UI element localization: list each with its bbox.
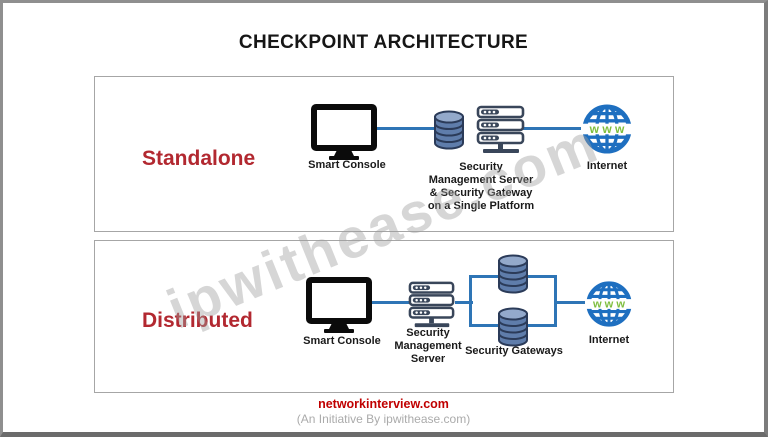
server-rack-icon — [476, 105, 526, 155]
footer-initiative-note: (An Initiative By ipwithease.com) — [296, 412, 471, 426]
www-label: w w w — [589, 122, 625, 136]
security-management-gateway-label: Security Management Server & Security Ga… — [427, 161, 535, 212]
internet-label: Internet — [588, 334, 630, 346]
page-title: CHECKPOINT ARCHITECTURE — [238, 32, 529, 53]
connector-gateways-to-internet — [555, 301, 587, 304]
security-gateways-label: Security Gateways — [465, 345, 563, 357]
globe-icon: w w w — [583, 280, 635, 328]
database-icon-top — [497, 254, 529, 294]
database-icon — [433, 110, 465, 150]
server-rack-icon — [408, 281, 456, 329]
monitor-icon — [311, 104, 377, 160]
connector-server-to-gateways — [455, 301, 473, 304]
www-label: w w w — [592, 299, 625, 311]
connector-console-to-server — [370, 301, 410, 304]
footer-site-link[interactable]: networkinterview.com — [318, 397, 449, 411]
internet-label: Internet — [586, 160, 628, 172]
connector-console-to-server — [376, 127, 448, 130]
distributed-panel: Distributed Smart Console — [94, 240, 674, 393]
standalone-section-label: Standalone — [142, 147, 256, 170]
monitor-icon — [306, 277, 372, 333]
standalone-panel: Standalone Smart Console — [94, 76, 674, 232]
globe-icon: w w w — [579, 103, 635, 155]
smart-console-label: Smart Console — [303, 335, 381, 347]
database-icon-bottom — [497, 307, 529, 347]
smart-console-label: Smart Console — [308, 159, 386, 171]
distributed-section-label: Distributed — [142, 309, 253, 332]
connector-server-to-internet — [515, 127, 587, 130]
security-management-server-label: Security Management Server — [394, 327, 462, 365]
